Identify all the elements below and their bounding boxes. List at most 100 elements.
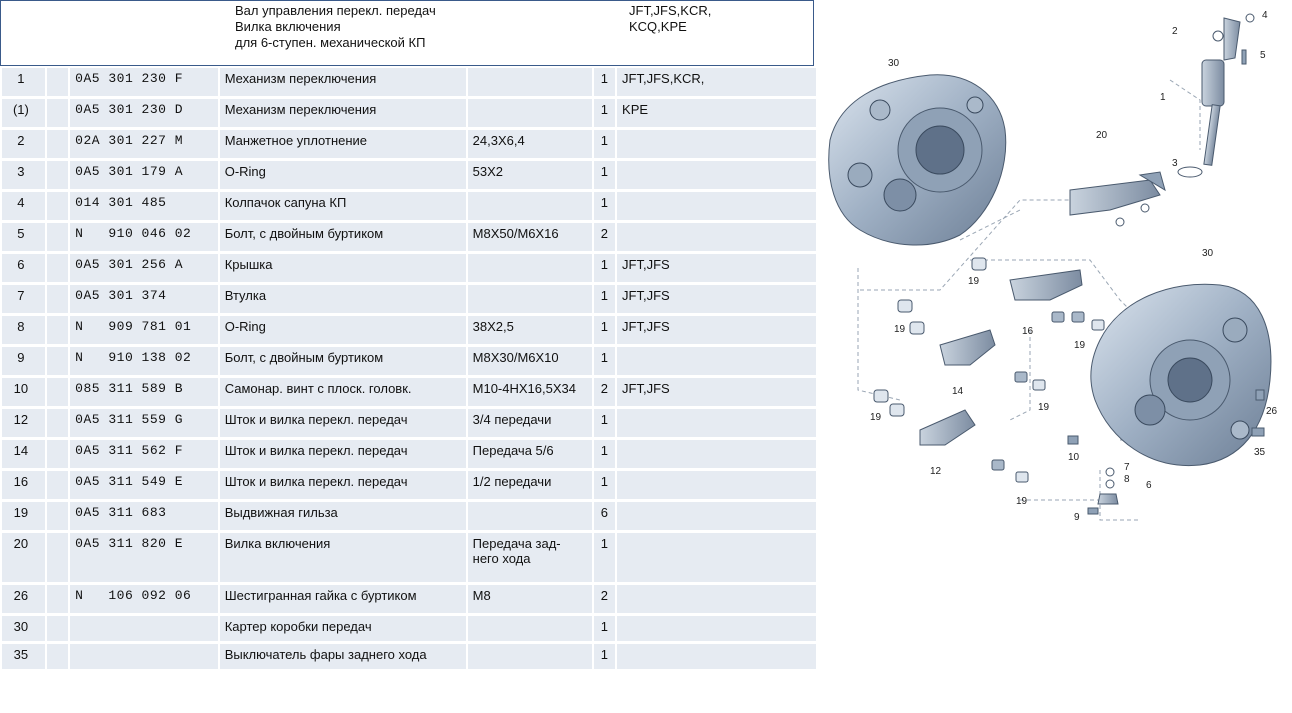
position-cell: 3 <box>2 161 45 192</box>
part-name-cell: Шестигранная гайка с буртиком <box>219 585 466 616</box>
callout-label: 4 <box>1262 10 1268 21</box>
qualifier-cell <box>467 68 592 99</box>
spacer-cell <box>46 585 69 616</box>
models-cell <box>617 616 816 644</box>
quantity-cell: 1 <box>593 347 616 378</box>
quantity-cell: 2 <box>593 378 616 409</box>
quantity-cell: 2 <box>593 585 616 616</box>
part-number-cell: N 106 092 06 <box>70 585 218 616</box>
models-cell <box>617 192 816 223</box>
quantity-cell: 1 <box>593 616 616 644</box>
quantity-cell: 1 <box>593 440 616 471</box>
qualifier-cell: M10-4HX16,5X34 <box>467 378 592 409</box>
part-number-cell: N 909 781 01 <box>70 316 218 347</box>
spacer-cell <box>46 409 69 440</box>
position-cell: 20 <box>2 533 45 585</box>
part-number-cell: 0A5 311 820 E <box>70 533 218 585</box>
models-cell: JFT,JFS <box>617 254 816 285</box>
quantity-cell: 1 <box>593 130 616 161</box>
spacer-cell <box>46 644 69 672</box>
callout-label: 19 <box>894 324 906 335</box>
part-number-cell: 0A5 311 549 E <box>70 471 218 502</box>
quantity-cell: 1 <box>593 99 616 130</box>
quantity-cell: 1 <box>593 644 616 672</box>
shift-mechanism <box>1177 13 1255 178</box>
models-cell <box>617 644 816 672</box>
part-name-cell: Шток и вилка перекл. передач <box>219 440 466 471</box>
part-number-cell: 0A5 301 374 <box>70 285 218 316</box>
quantity-cell: 1 <box>593 68 616 99</box>
group-description: Вал управления перекл. передач Вилка вкл… <box>235 3 436 50</box>
position-cell: 5 <box>2 223 45 254</box>
part-number-cell: N 910 138 02 <box>70 347 218 378</box>
part-name-cell: Манжетное уплотнение <box>219 130 466 161</box>
spacer-cell <box>46 533 69 585</box>
position-cell: 16 <box>2 471 45 502</box>
position-cell: 1 <box>2 68 45 99</box>
models-cell <box>617 130 816 161</box>
spacer-cell <box>46 471 69 502</box>
models-cell: JFT,JFS <box>617 378 816 409</box>
callout-label: 20 <box>1096 130 1108 141</box>
quantity-cell: 2 <box>593 223 616 254</box>
models-cell <box>617 533 816 585</box>
position-cell: 8 <box>2 316 45 347</box>
qualifier-cell: M8X30/M6X10 <box>467 347 592 378</box>
models-cell <box>617 471 816 502</box>
callout-label: 5 <box>1260 50 1266 61</box>
callout-label: 2 <box>1172 26 1178 37</box>
models-cell <box>617 502 816 533</box>
gearbox-housing-right <box>1090 283 1272 467</box>
part-name-cell: Вилка включения <box>219 533 466 585</box>
shift-fork-14 <box>939 329 1046 391</box>
callout-label: 19 <box>1074 340 1086 351</box>
callout-label: 1 <box>1160 92 1166 103</box>
spacer-cell <box>46 223 69 254</box>
part-name-cell: Выдвижная гильза <box>219 502 466 533</box>
spacer-cell <box>46 254 69 285</box>
quantity-cell: 6 <box>593 502 616 533</box>
models-cell <box>617 440 816 471</box>
spacer-cell <box>46 161 69 192</box>
callout-label: 10 <box>1068 452 1080 463</box>
models-cell <box>617 585 816 616</box>
reverse-fork <box>1069 171 1166 227</box>
quantity-cell: 1 <box>593 192 616 223</box>
qualifier-cell: 24,3X6,4 <box>467 130 592 161</box>
qualifier-cell: M8 <box>467 585 592 616</box>
part-number-cell: 0A5 311 559 G <box>70 409 218 440</box>
models-cell <box>617 347 816 378</box>
quantity-cell: 1 <box>593 254 616 285</box>
qualifier-cell <box>467 254 592 285</box>
part-number-cell: 0A5 301 230 D <box>70 99 218 130</box>
shift-fork-16 <box>1009 269 1105 331</box>
part-name-cell: Механизм переключения <box>219 99 466 130</box>
models-cell <box>617 223 816 254</box>
models-cell: KPE <box>617 99 816 130</box>
part-name-cell: Крышка <box>219 254 466 285</box>
part-number-cell: N 910 046 02 <box>70 223 218 254</box>
position-cell: 19 <box>2 502 45 533</box>
callout-label: 3 <box>1172 158 1178 169</box>
position-cell: 35 <box>2 644 45 672</box>
spacer-cell <box>46 347 69 378</box>
shift-fork-12 <box>919 409 1029 483</box>
qualifier-cell: M8X50/M6X16 <box>467 223 592 254</box>
spacer-cell <box>46 378 69 409</box>
group-models: JFT,JFS,KCR, KCQ,KPE <box>629 3 712 34</box>
callout-label: 30 <box>888 58 900 69</box>
position-cell: 6 <box>2 254 45 285</box>
spacer-cell <box>46 285 69 316</box>
